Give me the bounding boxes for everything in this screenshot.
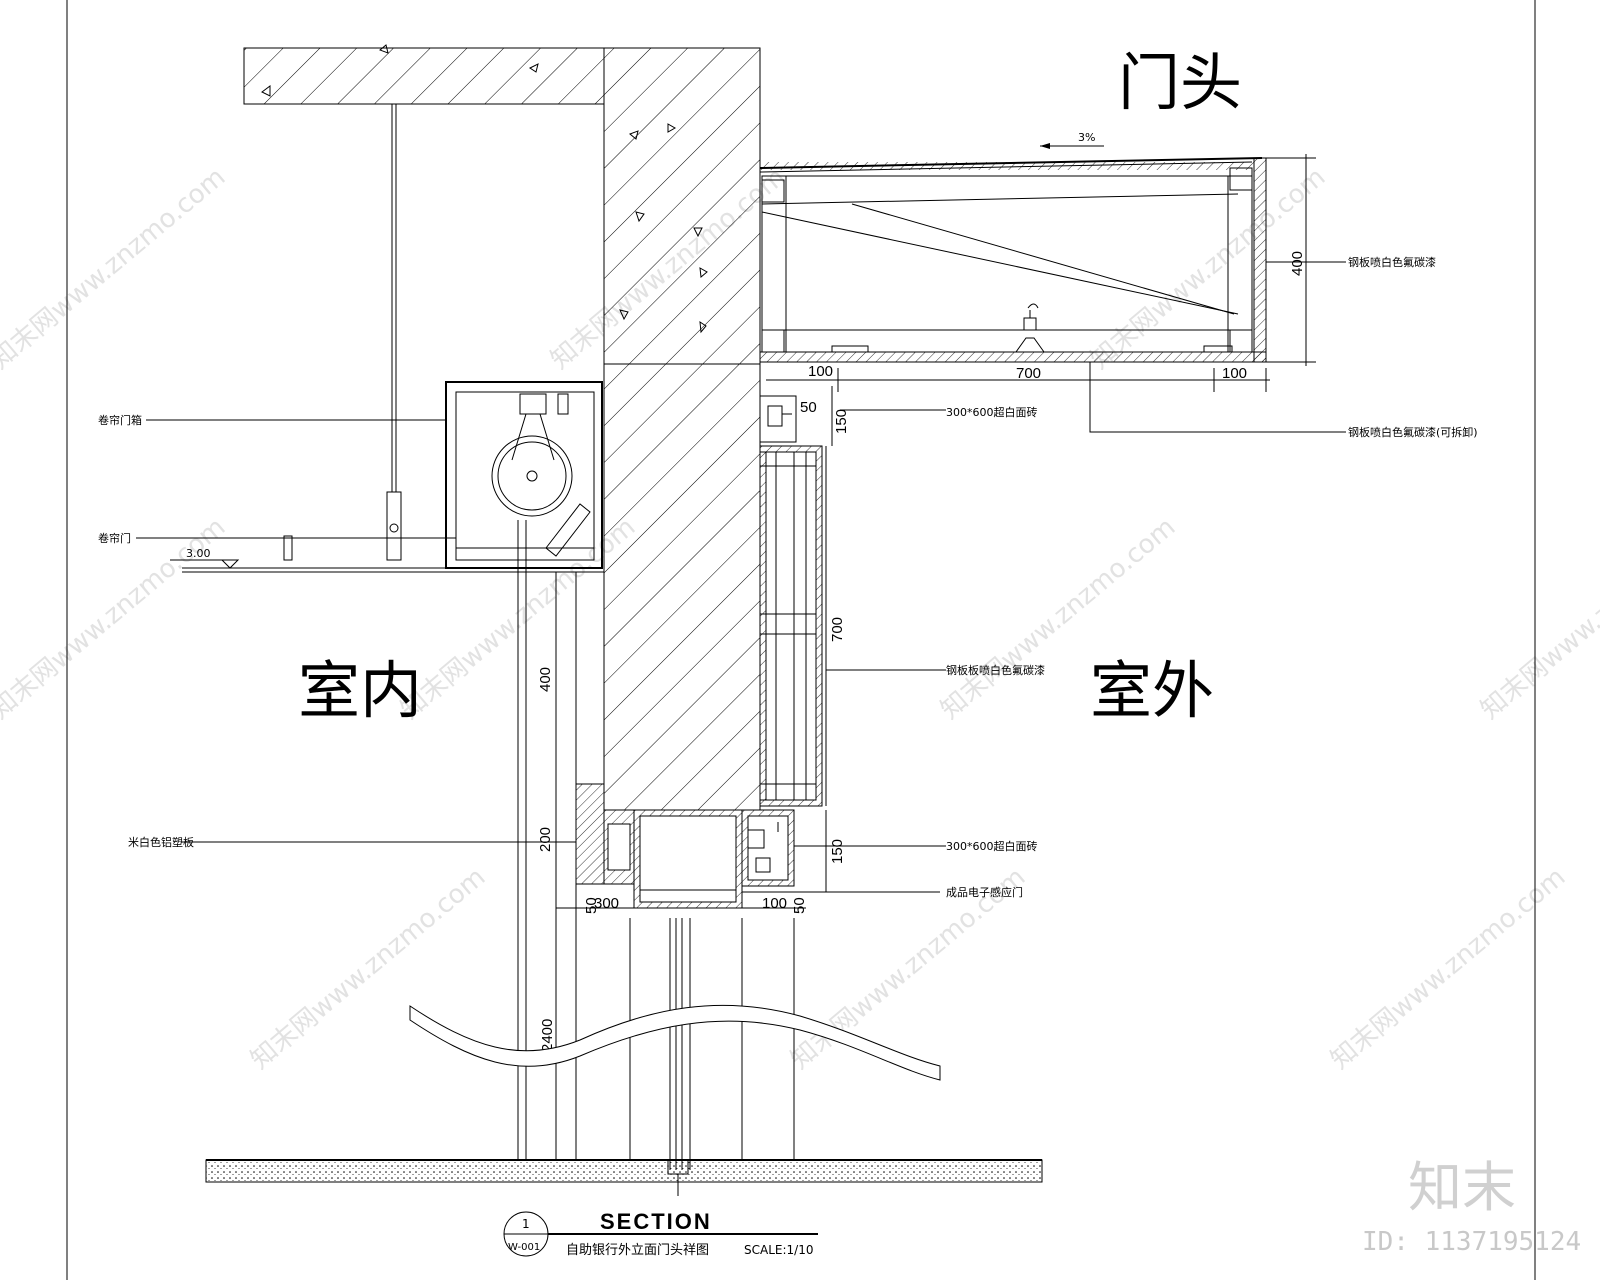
tile-band-upper <box>759 395 797 443</box>
dim-text: 2400 <box>539 1019 556 1052</box>
title-scale: SCALE:1/10 <box>744 1243 813 1257</box>
break-line-fill <box>409 1004 941 1081</box>
door-head-inner <box>639 815 737 903</box>
id-watermark: ID: 1137195124 <box>1362 1227 1581 1257</box>
watermark-text: 知末网www.znzmo.com <box>1325 862 1571 1075</box>
title-sheet-no: W-001 <box>508 1242 540 1253</box>
canopy-front-face <box>1253 157 1267 363</box>
note-juanlian-box: 卷帘门箱 <box>98 413 142 427</box>
floor-slab <box>205 1159 1043 1183</box>
note-steel-white-2: 钢板板喷白色氟碳漆 <box>946 663 1045 677</box>
level-marker <box>220 559 240 569</box>
brand-watermark: 知末 <box>1408 1156 1516 1219</box>
dim-text: 100 <box>1222 365 1247 382</box>
shutter-axle <box>526 470 538 482</box>
label-indoor: 室内 <box>298 654 422 727</box>
title-detail-no: 1 <box>522 1217 530 1231</box>
dim-text: 400 <box>1289 251 1306 276</box>
dim-text: 50 <box>800 399 817 416</box>
shutter-motor <box>511 393 555 461</box>
facade-tube-2 <box>759 613 817 635</box>
label-outdoor: 室外 <box>1090 654 1214 727</box>
shutter-switch <box>557 393 569 415</box>
dim-text: 400 <box>537 667 554 692</box>
title-section: SECTION <box>600 1209 712 1234</box>
note-beige-panel: 米白色铝塑板 <box>128 835 194 849</box>
canopy-tube-tr <box>1229 167 1253 191</box>
title-subtitle: 自助银行外立面门头祥图 <box>566 1243 709 1258</box>
shutter-box <box>445 381 603 569</box>
note-juanlian-door: 卷帘门 <box>98 531 131 545</box>
canopy-frame <box>761 175 1253 353</box>
canopy-tube-bl <box>761 329 785 353</box>
dim-text: 150 <box>833 409 850 434</box>
note-steel-white-1: 钢板喷白色氟碳漆 <box>1348 255 1436 269</box>
slope-text: 3% <box>1078 131 1095 144</box>
wall-upper <box>603 47 761 365</box>
note-sensor-door: 成品电子感应门 <box>946 885 1023 899</box>
leader-line <box>1089 362 1346 433</box>
dim-text: 100 <box>762 895 787 912</box>
canopy-brace-2 <box>851 203 1235 315</box>
wall-lower <box>603 363 761 811</box>
canopy-brace-1 <box>761 211 1239 315</box>
canopy-sub-line <box>761 193 1239 205</box>
dim-text: 700 <box>829 617 846 642</box>
note-tile-1: 300*600超白面砖 <box>946 405 1038 419</box>
canopy-hanger-fitting <box>1015 303 1045 353</box>
facade-panel-inner <box>765 451 817 801</box>
dim-text: 200 <box>537 827 554 852</box>
note-tile-2: 300*600超白面砖 <box>946 839 1038 853</box>
dim-text: 700 <box>1016 365 1041 382</box>
interior-panel-ledge-in <box>607 823 631 871</box>
slope-arrowhead <box>1040 143 1050 149</box>
shutter-box-inner <box>455 391 595 561</box>
shutter-guide <box>545 503 591 557</box>
dim-text: 50 <box>791 897 808 914</box>
ceiling-hanger-small <box>283 535 293 561</box>
watermark-text: 知末网www.znzmo.com <box>0 162 231 375</box>
dim-text: 150 <box>829 839 846 864</box>
hanger-bracket <box>386 491 402 561</box>
hanger-bolt <box>389 523 399 533</box>
interior-panel <box>575 783 605 885</box>
dim-text: 50 <box>583 897 600 914</box>
dim-text: 300 <box>594 895 619 912</box>
shutter-roll-inner <box>497 441 567 511</box>
label-mentou: 门头 <box>1118 46 1242 119</box>
canopy-tube-br <box>1229 329 1253 353</box>
tile-clip-lower <box>747 822 779 873</box>
tile-clip-upper <box>767 405 792 427</box>
canopy-tube-tl <box>761 179 785 203</box>
ceiling-slab <box>243 47 605 105</box>
shutter-roll <box>491 435 573 517</box>
door-head-lower <box>639 889 737 903</box>
facade-tube-1 <box>759 451 817 467</box>
watermark-text: 知末网www.znzmo.com <box>1475 512 1600 725</box>
canopy-top-face <box>760 162 1254 170</box>
level-text: 3.00 <box>186 547 211 560</box>
canopy-clip-1 <box>831 345 869 353</box>
concrete-marks <box>261 44 708 334</box>
note-steel-removable: 钢板喷白色氟碳漆(可拆卸) <box>1348 425 1478 439</box>
door-verticals <box>575 918 795 1170</box>
facade-tube-3 <box>759 783 817 801</box>
canopy-bottom-face <box>759 351 1267 363</box>
dim-text: 100 <box>808 363 833 380</box>
canopy-clip-2 <box>1203 345 1233 353</box>
